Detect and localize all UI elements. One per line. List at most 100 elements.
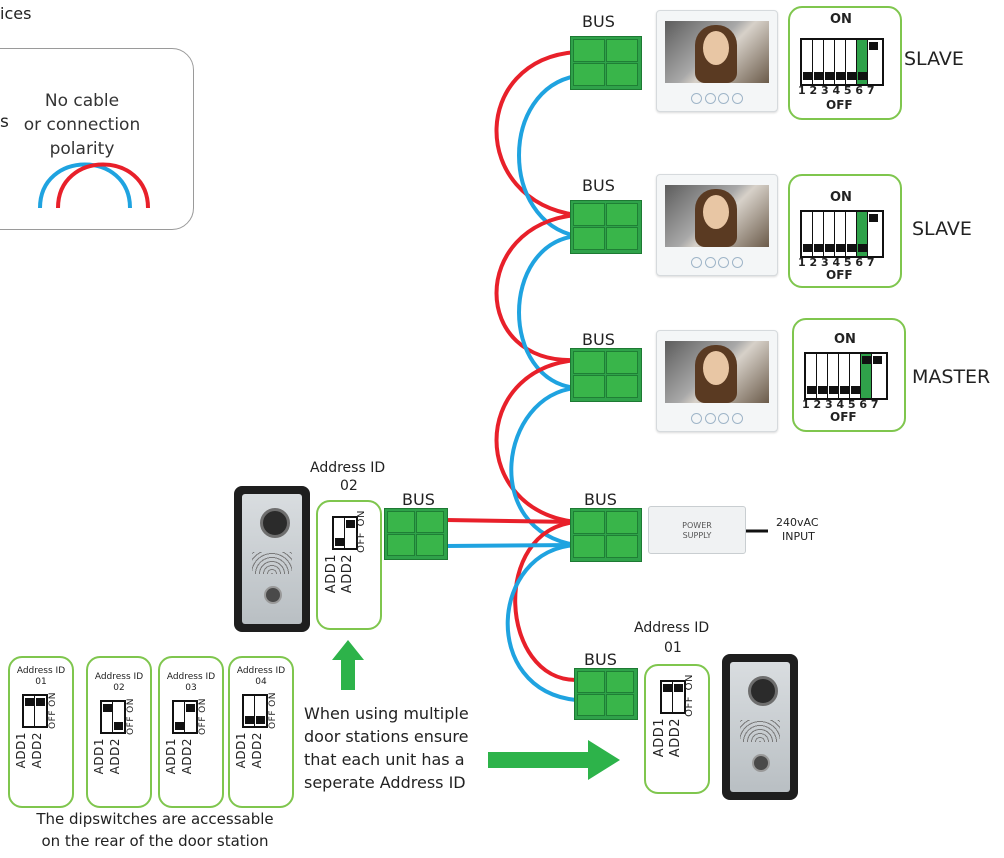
bus-label-door-2: BUS <box>402 490 435 509</box>
terminal-cell <box>573 351 605 374</box>
dip-box-monitor-3: ON 1 2 3 4 5 6 7 OFF <box>792 318 906 432</box>
door-station-plate <box>730 662 790 792</box>
wire-red-3-ps <box>494 358 577 524</box>
dip-on-label: ON <box>830 12 852 27</box>
door-dip-add1: ADD1 <box>652 718 667 758</box>
terminal-block-door-2 <box>384 508 448 560</box>
terminal-block-monitor-3 <box>570 348 642 402</box>
monitor-buttons <box>691 257 743 268</box>
footer-text: The dipswitches are accessable on the re… <box>10 808 300 852</box>
camera-icon <box>748 676 778 706</box>
example-add1: ADD1 <box>234 732 248 769</box>
camera-icon <box>260 508 290 538</box>
door-dip-add2: ADD2 <box>340 554 355 594</box>
note-line-2: or connection <box>23 115 141 135</box>
example-off: OFF <box>126 716 136 735</box>
instruction-line-4: seperate Address ID <box>304 773 466 792</box>
terminal-cell <box>577 671 605 693</box>
person-face <box>703 351 729 385</box>
polarity-note-box: No cable or connection polarity <box>0 48 194 230</box>
dip-switch-bank <box>804 352 888 400</box>
terminal-cell <box>573 511 605 534</box>
note-arc-blue <box>38 162 132 209</box>
address-example-id: 04 <box>255 677 267 687</box>
address-id-label-door-1: Address ID <box>634 620 710 636</box>
terminal-cell <box>387 511 415 533</box>
note-arc-red <box>56 162 150 209</box>
wire-blue-2-3 <box>517 234 577 390</box>
dip-box-monitor-1: ON 1 2 3 4 5 6 7 OFF <box>788 6 902 120</box>
monitor-2 <box>656 174 778 276</box>
bus-label-monitor-2: BUS <box>582 176 615 195</box>
example-off: OFF <box>268 710 278 729</box>
example-dip-switch <box>100 700 126 734</box>
door-station-2 <box>234 486 310 632</box>
call-button-icon <box>752 754 770 772</box>
door-1-dip-box: ADD1 ADD2 OFF ON <box>644 664 710 794</box>
speaker-grille <box>740 720 780 742</box>
door-dip-switch <box>660 680 686 714</box>
example-off: OFF <box>48 710 58 729</box>
instruction-text: When using multiple door stations ensure… <box>304 702 469 794</box>
power-supply-label-1: POWER <box>682 521 712 530</box>
door-dip-on: ON <box>684 674 695 691</box>
dip-switch-bank <box>800 210 884 258</box>
wire-red-ps-door1 <box>513 520 577 682</box>
terminal-cell <box>416 511 444 533</box>
door-2-dip-box: ADD1 ADD2 OFF ON <box>316 500 382 630</box>
terminal-cell <box>606 511 638 534</box>
role-label-monitor-3: MASTER <box>912 366 991 388</box>
monitor-3 <box>656 330 778 432</box>
address-id-label-door-2: Address ID <box>310 460 386 476</box>
example-on: ON <box>198 698 208 713</box>
terminal-cell <box>573 39 605 62</box>
address-example-title: Address ID <box>94 672 144 682</box>
bus-label-monitor-1: BUS <box>582 12 615 31</box>
terminal-block-power <box>570 508 642 562</box>
example-add1: ADD1 <box>92 738 106 775</box>
door-dip-switch <box>332 516 358 550</box>
address-id-value-door-1: 01 <box>664 640 682 656</box>
monitor-buttons <box>691 413 743 424</box>
example-add2: ADD2 <box>250 732 264 769</box>
terminal-cell <box>606 375 638 398</box>
example-add2: ADD2 <box>108 738 122 775</box>
address-example-id: 02 <box>113 683 125 693</box>
example-add1: ADD1 <box>14 732 28 769</box>
terminal-cell <box>606 351 638 374</box>
dip-on-label: ON <box>834 332 856 347</box>
address-example-title: Address ID <box>236 666 286 676</box>
terminal-cell <box>606 535 638 558</box>
terminal-cell <box>387 534 415 556</box>
wire-blue-door2 <box>445 543 577 548</box>
person-face <box>703 195 729 229</box>
speaker-grille <box>252 552 292 574</box>
mains-input-label-2: INPUT <box>782 530 815 543</box>
dip-switch-bank <box>800 38 884 86</box>
role-label-monitor-1: SLAVE <box>904 48 964 70</box>
address-example-03: Address ID 03 ADD1 ADD2 OFF ON <box>158 656 224 808</box>
terminal-cell <box>606 63 638 86</box>
terminal-cell <box>573 63 605 86</box>
terminal-block-monitor-2 <box>570 200 642 254</box>
example-dip-switch <box>22 694 48 728</box>
power-supply: POWER SUPPLY <box>648 506 746 554</box>
terminal-cell <box>573 535 605 558</box>
terminal-cell <box>573 203 605 226</box>
terminal-cell <box>606 694 634 716</box>
wire-blue-ps-door1 <box>505 543 577 702</box>
example-on: ON <box>126 698 136 713</box>
dip-numbers: 1 2 3 4 5 6 7 <box>798 256 875 269</box>
dip-off-label: OFF <box>826 268 853 282</box>
terminal-cell <box>606 671 634 693</box>
example-dip-switch <box>242 694 268 728</box>
door-dip-add2: ADD2 <box>668 718 683 758</box>
monitor-screen <box>665 185 769 247</box>
instruction-line-2: door stations ensure <box>304 727 469 746</box>
address-id-value-door-2: 02 <box>340 478 358 494</box>
terminal-cell <box>606 203 638 226</box>
role-label-monitor-2: SLAVE <box>912 218 972 240</box>
address-example-title: Address ID <box>166 672 216 682</box>
example-add2: ADD2 <box>30 732 44 769</box>
